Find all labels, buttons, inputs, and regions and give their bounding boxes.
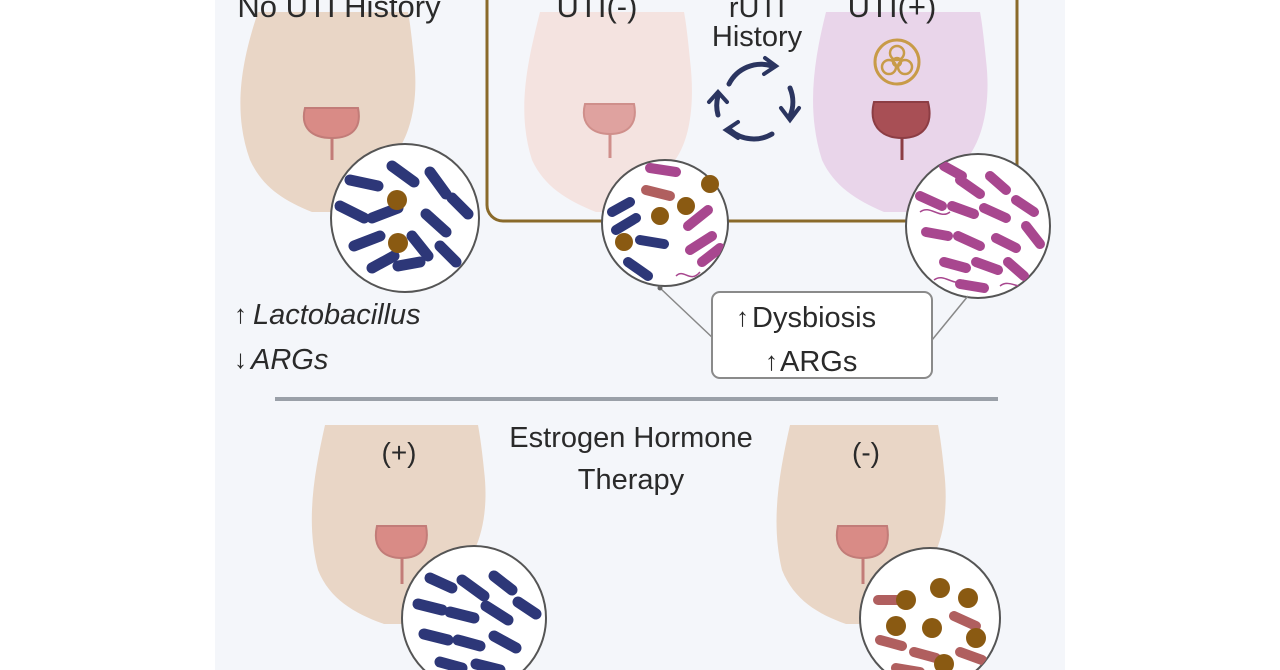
finding-dysbiosis: Dysbiosis xyxy=(752,302,876,334)
findings-box xyxy=(711,291,933,379)
bladder xyxy=(374,525,428,560)
label-uti-negative: UTI(-) xyxy=(557,0,638,24)
biohazard-icon xyxy=(873,38,921,86)
microbiome-estrogen-positive xyxy=(401,545,547,670)
microbiome-uti-negative xyxy=(601,159,729,287)
callout-line xyxy=(931,295,969,341)
ruti-history-box xyxy=(485,0,1019,223)
up-arrow-marker: ↑ xyxy=(234,299,247,329)
label-ruti-line2: History xyxy=(712,21,803,53)
label-estrogen-line2: Therapy xyxy=(578,464,685,496)
cycle-arrows-icon xyxy=(707,56,801,142)
finding-args-down: ARGs xyxy=(249,344,328,376)
label-no-uti-history: No UTI History xyxy=(237,0,441,24)
up-arrow-marker: ↑ xyxy=(765,346,778,376)
up-arrow-marker: ↑ xyxy=(736,302,749,332)
bladder xyxy=(871,101,931,140)
microbiome-uti-positive xyxy=(905,153,1051,299)
finding-args-up: ARGs xyxy=(780,346,857,378)
microbiome-no-uti xyxy=(330,143,480,293)
bladder xyxy=(835,525,889,560)
microbiome-estrogen-negative xyxy=(859,547,1001,670)
label-estrogen-positive: (+) xyxy=(382,437,417,468)
callout-line xyxy=(659,287,716,341)
label-estrogen-line1: Estrogen Hormone xyxy=(509,422,752,454)
label-estrogen-negative: (-) xyxy=(852,437,880,468)
label-uti-positive: UTI(+) xyxy=(848,0,937,24)
label-ruti-line1: rUTI xyxy=(729,0,785,24)
finding-lactobacillus: Lactobacillus xyxy=(253,299,421,331)
down-arrow-marker: ↓ xyxy=(234,344,247,374)
bladder xyxy=(582,103,636,136)
bladder xyxy=(302,107,360,140)
